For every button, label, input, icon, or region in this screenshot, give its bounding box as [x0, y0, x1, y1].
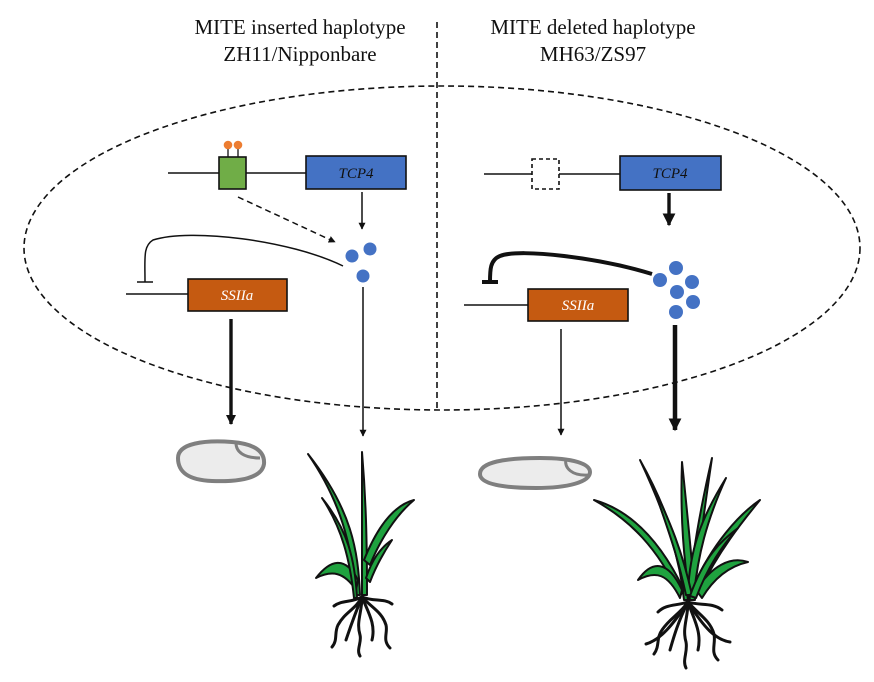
left-repression-curve	[144, 234, 344, 283]
right-tcp4-label: TCP4	[652, 166, 688, 182]
protein-dot-icon	[686, 295, 700, 309]
protein-dot-icon	[345, 249, 359, 263]
protein-dot-icon	[670, 285, 684, 299]
left-tcp4-label: TCP4	[338, 166, 374, 182]
protein-dot-icon	[685, 275, 699, 289]
left-ssiia-locus: SSIIa	[126, 278, 288, 312]
protein-dot-icon	[356, 269, 370, 283]
right-ssiia-locus: SSIIa	[464, 288, 629, 322]
right-haplotype-varieties: MH63/ZS97	[539, 42, 647, 66]
right-repression-curve	[488, 251, 653, 283]
left-tcp4-locus: TCP4	[168, 140, 407, 190]
protein-dot-icon	[363, 242, 377, 256]
right-tcp4-locus: TCP4	[484, 155, 722, 191]
rice-grain-icon	[477, 455, 593, 491]
protein-dot-icon	[669, 261, 683, 275]
mite-deleted-box	[531, 158, 560, 190]
left-ssiia-label: SSIIa	[221, 288, 254, 304]
left-ssiia-gene-box	[187, 278, 288, 312]
right-tcp4-protein-cluster	[653, 261, 700, 319]
right-haplotype-heading: MITE deleted haplotype MH63/ZS97	[448, 14, 738, 68]
left-haplotype-varieties: ZH11/Nipponbare	[223, 42, 377, 66]
right-haplotype-title: MITE deleted haplotype	[490, 15, 696, 39]
rice-plant-icon	[593, 457, 761, 670]
left-tcp4-gene-box	[305, 155, 407, 190]
rice-grain-icon	[175, 439, 267, 484]
left-tcp4-protein-cluster	[345, 242, 377, 283]
protein-dot-icon	[669, 305, 683, 319]
right-ssiia-gene-box	[527, 288, 629, 322]
protein-dot-icon	[653, 273, 667, 287]
right-tcp4-gene-box	[619, 155, 722, 191]
left-haplotype-heading: MITE inserted haplotype ZH11/Nipponbare	[140, 14, 460, 68]
methylation-mark-icon	[223, 140, 243, 157]
rice-plant-icon	[307, 451, 415, 658]
mite-insertion-box	[218, 156, 247, 190]
right-ssiia-label: SSIIa	[562, 298, 595, 314]
left-haplotype-title: MITE inserted haplotype	[194, 15, 406, 39]
mite-effect-dashed-arrow	[237, 196, 336, 243]
cell-boundary	[23, 85, 861, 411]
